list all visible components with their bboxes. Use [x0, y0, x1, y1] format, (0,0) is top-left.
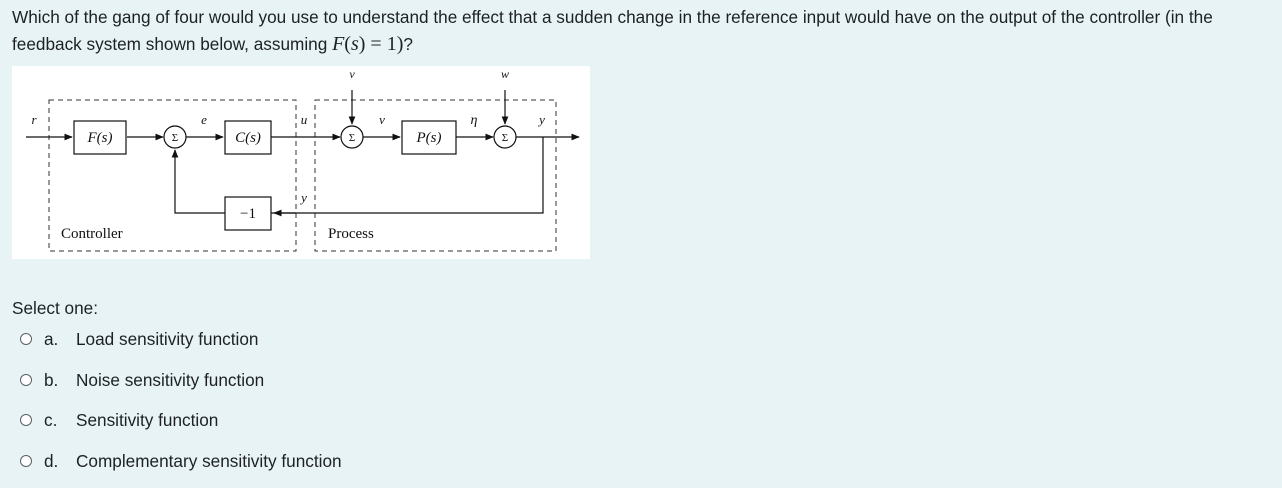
signal-y-output: y	[537, 112, 545, 127]
controller-label: Controller	[61, 226, 123, 242]
option-letter: b.	[44, 369, 59, 390]
sum-junction-1	[163, 125, 187, 149]
radio-button-c[interactable]	[20, 414, 32, 426]
option-c[interactable]: c. Sensitivity function	[20, 407, 218, 433]
math-variable: s	[350, 33, 359, 55]
question-math: F(s) = 1)	[332, 33, 404, 55]
math-function: F	[332, 33, 345, 55]
signal-eta: η	[471, 113, 478, 128]
signal-u: u	[301, 112, 308, 127]
process-group-box	[314, 99, 557, 252]
process-label: Process	[328, 226, 374, 242]
block-p	[401, 120, 457, 155]
block-f-label: F(s)	[87, 130, 113, 146]
option-text: Noise sensitivity function	[76, 369, 265, 390]
option-letter: a.	[44, 328, 59, 349]
sum-junction-3	[493, 125, 517, 149]
signal-r: r	[31, 112, 37, 127]
block-f	[73, 120, 127, 155]
option-text: Load sensitivity function	[76, 328, 259, 349]
sum-symbol-1: Σ	[172, 132, 178, 144]
signal-y-feedback: y	[299, 190, 307, 205]
radio-button-a[interactable]	[20, 333, 32, 345]
math-rest: ) = 1)	[358, 33, 404, 55]
radio-button-d[interactable]	[20, 455, 32, 467]
controller-group-box	[48, 99, 297, 252]
signal-v-disturbance: v	[349, 67, 355, 81]
radio-button-b[interactable]	[20, 374, 32, 386]
signal-v: v	[379, 112, 385, 127]
question-body: Which of the gang of four would you use …	[12, 7, 1213, 54]
option-b[interactable]: b. Noise sensitivity function	[20, 367, 264, 393]
sum-symbol-3: Σ	[502, 132, 508, 144]
block-p-label: P(s)	[416, 130, 442, 146]
sum-junction-2	[340, 125, 364, 149]
block-c-label: C(s)	[235, 130, 261, 146]
block-negate	[224, 196, 272, 231]
question-end: ?	[403, 34, 413, 54]
option-a[interactable]: a. Load sensitivity function	[20, 326, 258, 352]
sum-symbol-2: Σ	[349, 132, 355, 144]
select-one-label: Select one:	[12, 298, 98, 318]
option-text: Complementary sensitivity function	[76, 450, 342, 471]
signal-e: e	[201, 112, 207, 127]
question-text: Which of the gang of four would you use …	[12, 4, 1278, 58]
block-diagram: F(s) C(s) P(s) −1 Σ Σ Σ r e u v v η w y …	[12, 66, 590, 259]
block-negate-label: −1	[240, 206, 256, 222]
option-d[interactable]: d. Complementary sensitivity function	[20, 448, 342, 474]
option-letter: c.	[44, 409, 58, 430]
option-text: Sensitivity function	[76, 409, 219, 430]
signal-w: w	[501, 67, 509, 81]
block-c	[224, 120, 272, 155]
option-letter: d.	[44, 450, 59, 471]
